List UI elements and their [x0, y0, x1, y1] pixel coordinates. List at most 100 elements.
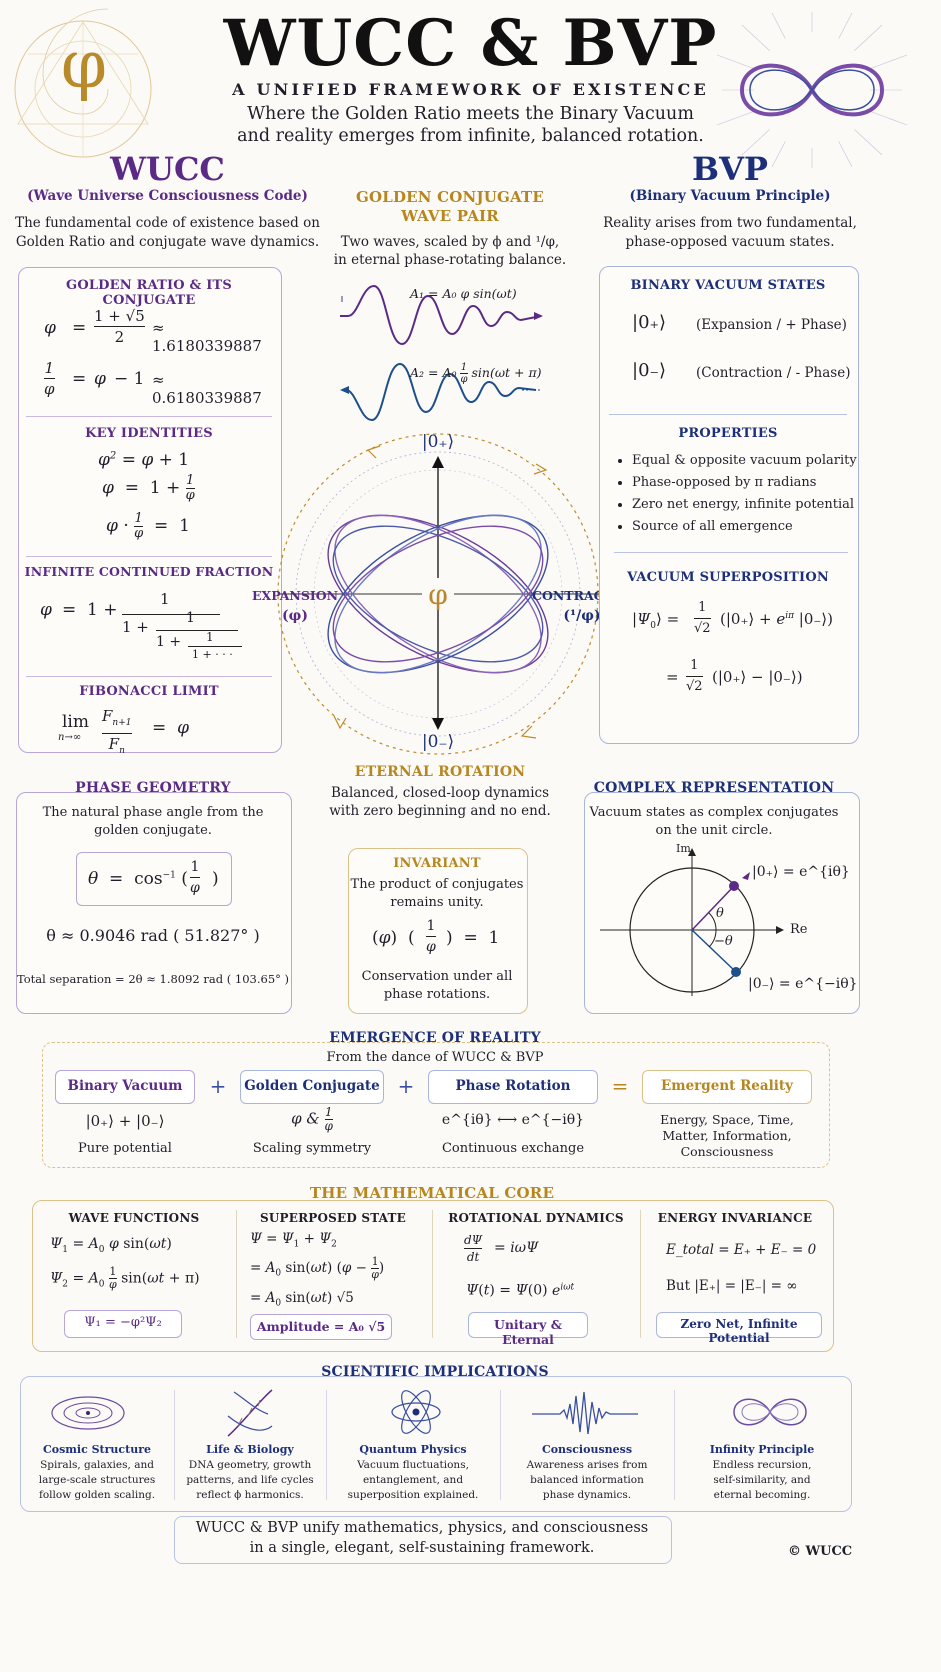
wave-functions-title: WAVE FUNCTIONS [68, 1211, 200, 1225]
state-plus-desc: (Expansion / + Phase) [696, 317, 847, 333]
implication-line: reflect ϕ harmonics. [196, 1489, 304, 1501]
wave-2-amplitude: A₂ = A₀ [410, 365, 457, 380]
rotation-bottom-state: |0₋⟩ [421, 732, 455, 752]
implication-divider [500, 1390, 501, 1500]
implication-cosmic: Cosmic Structure Spirals, galaxies, and … [22, 1442, 172, 1503]
implication-infinity: Infinity Principle Endless recursion, se… [676, 1442, 848, 1503]
expansion-label: EXPANSION (φ) [250, 586, 340, 626]
phase-rotation-caption: Continuous exchange [441, 1141, 585, 1156]
implication-line: self-similarity, and [713, 1474, 811, 1486]
rotational-dynamics-title: ROTATIONAL DYNAMICS [448, 1211, 624, 1225]
implication-line: follow golden scaling. [38, 1489, 156, 1501]
invariant-foot-2: phase rotations. [383, 987, 491, 1002]
complex-desc-2: on the unit circle. [655, 823, 773, 838]
divider [26, 556, 272, 557]
plus-operator: + [397, 1074, 415, 1098]
wave-2-plot [340, 362, 542, 422]
superposition-eq-2: = 1√2 (|0₊⟩ − |0₋⟩) [666, 656, 856, 700]
real-axis-label: Re [790, 922, 808, 937]
implication-title: Infinity Principle [709, 1443, 815, 1456]
implication-line: phase dynamics. [542, 1489, 632, 1501]
phase-geometry-desc-1: The natural phase angle from the [42, 805, 264, 820]
divider [26, 676, 272, 677]
theta-approx: θ ≈ 0.9046 rad ( 51.827° ) [46, 926, 260, 945]
equals-operator: = [611, 1074, 629, 1098]
rotation-diagram [277, 433, 600, 755]
footer-line-2: in a single, elegant, self-sustaining fr… [249, 1540, 595, 1556]
emergence-title: EMERGENCE OF REALITY [329, 1030, 541, 1046]
wave-relation-badge: Ψ₁ = −φ²Ψ₂ [64, 1310, 182, 1338]
eternal-rotation-desc-2: with zero beginning and no end. [329, 803, 551, 819]
emergent-reality-caption-2: Matter, Information, [662, 1128, 792, 1143]
column-divider [432, 1210, 433, 1338]
expansion-label-text: EXPANSION [251, 588, 339, 603]
implication-title: Consciousness [541, 1443, 633, 1456]
implication-line: superposition explained. [347, 1489, 479, 1501]
unitary-badge: Unitary & Eternal [468, 1312, 588, 1347]
implication-line: Vacuum fluctuations, [357, 1459, 469, 1471]
theta-formula-box [76, 852, 232, 906]
implication-line: large-scale structures [38, 1474, 156, 1486]
neg-theta-angle-label: −θ [714, 934, 733, 949]
wave-pair-desc-1: Two waves, scaled by ϕ and ¹/φ, [340, 234, 560, 250]
wave-1-plot [340, 284, 543, 346]
property-item: Equal & opposite vacuum polarity [632, 450, 872, 472]
binary-vacuum-states-title: BINARY VACUUM STATES [630, 278, 826, 293]
column-divider [640, 1210, 641, 1338]
emergent-reality-caption-3: Consciousness [680, 1144, 774, 1159]
state-minus-desc: (Contraction / - Phase) [696, 365, 851, 381]
phase-geometry-desc-2: golden conjugate. [94, 823, 212, 838]
copyright: © WUCC [788, 1544, 853, 1559]
implication-line: entanglement, and [362, 1474, 464, 1486]
wave-pair-title-2: WAVE PAIR [401, 207, 499, 225]
dna-icon [227, 1389, 273, 1437]
contraction-label-symbol: (¹/φ) [563, 608, 601, 624]
implication-line: balanced information [530, 1474, 644, 1486]
bvp-panel [599, 266, 859, 744]
imaginary-axis-label: Im [676, 842, 691, 855]
implication-divider [174, 1390, 175, 1500]
emergent-reality-caption-1: Energy, Space, Time, [660, 1112, 794, 1127]
wucc-desc-2: Golden Ratio and conjugate wave dynamics… [15, 234, 320, 250]
energy-eq-1: E_total = E₊ + E₋ = 0 [666, 1242, 817, 1258]
golden-ratio-title: GOLDEN RATIO & ITS CONJUGATE [66, 278, 232, 308]
state-plus: |0₊⟩ [632, 312, 667, 333]
logo-phi-symbol: φ [60, 26, 108, 103]
divider [609, 414, 847, 415]
superposed-eq-1: Ψ = Ψ1 + Ψ2 [250, 1231, 337, 1250]
galaxy-icon [51, 1396, 125, 1430]
brainwave-icon [532, 1391, 638, 1435]
complex-title: COMPLEX REPRESENTATION [593, 780, 835, 796]
golden-ratio-panel [18, 267, 282, 753]
phase-rotation-formula: e^{iθ} ⟷ e^{−iθ} [441, 1112, 585, 1128]
bvp-desc-2: phase-opposed vacuum states. [625, 234, 835, 250]
tagline-line-2: and reality emerges from infinite, balan… [237, 126, 704, 146]
vacuum-superposition-title: VACUUM SUPERPOSITION [627, 570, 829, 585]
rotational-eq-2: Ψ(t) = Ψ(0) eiωt [466, 1282, 575, 1299]
implication-line: eternal becoming. [713, 1489, 811, 1501]
phase-geometry-title: PHASE GEOMETRY [75, 780, 231, 796]
binary-vacuum-caption: Pure potential [78, 1141, 172, 1156]
unit-circle-diagram [600, 848, 784, 996]
amplitude-badge: Amplitude = A₀ √5 [250, 1314, 392, 1340]
rotation-center-phi: φ [428, 578, 448, 611]
implication-title: Quantum Physics [359, 1443, 467, 1456]
invariant-desc-1: The product of conjugates [350, 877, 524, 892]
bvp-subtitle: (Binary Vacuum Principle) [629, 188, 831, 204]
bvp-desc-1: Reality arises from two fundamental, [603, 215, 857, 231]
bvp-title: BVP [692, 150, 768, 188]
eternal-rotation-title: ETERNAL ROTATION [354, 764, 526, 780]
property-item: Source of all emergence [632, 516, 872, 538]
implication-line: DNA geometry, growth [188, 1459, 312, 1471]
tagline-line-1: Where the Golden Ratio meets the Binary … [247, 104, 694, 124]
emergence-panel [42, 1042, 830, 1168]
theta-angle-label: θ [716, 906, 724, 921]
identity-phi-squared: φ2 = φ + 1 [98, 450, 190, 470]
invariant-desc-2: remains unity. [390, 895, 484, 910]
binary-vacuum-pill: Binary Vacuum [55, 1070, 195, 1104]
